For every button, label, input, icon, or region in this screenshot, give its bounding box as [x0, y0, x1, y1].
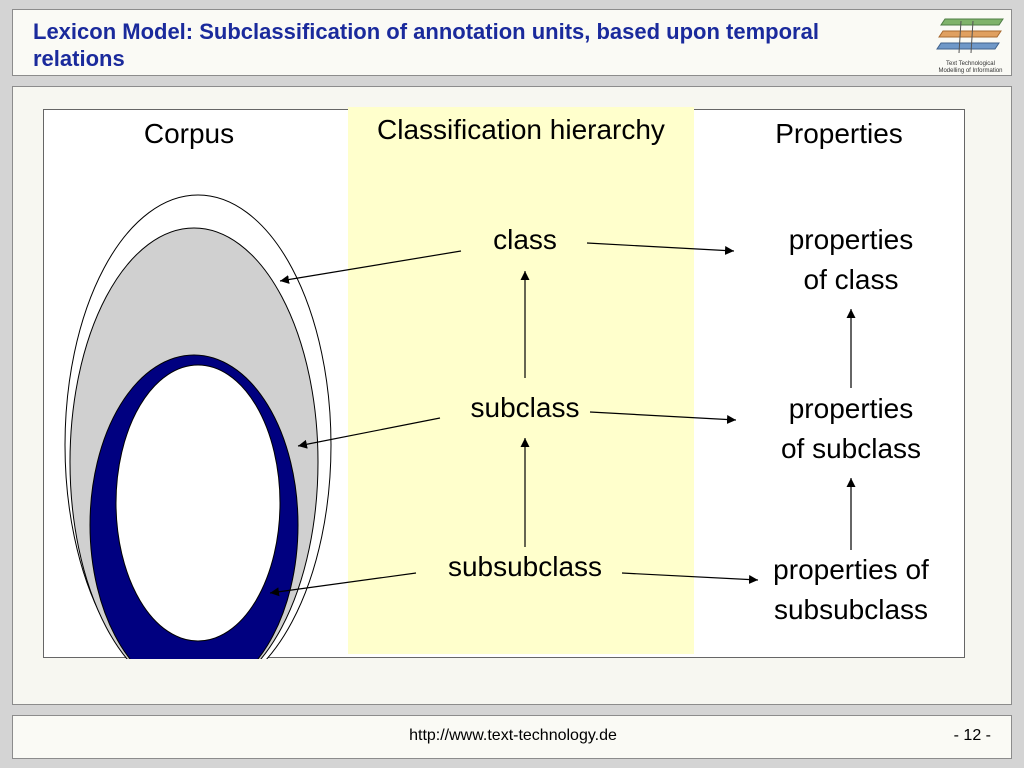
arrow-subclass-to-corpus	[297, 417, 441, 449]
properties-text-line: of class	[803, 264, 899, 295]
logo-text: Text Technological Modelling of Informat…	[933, 61, 1008, 75]
slide-footer: http://www.text-technology.de - 12 -	[12, 715, 1012, 759]
subclass-label: subclass	[470, 392, 580, 423]
properties-text-line: of subclass	[780, 433, 922, 464]
class-label: class	[493, 224, 557, 255]
properties-text-line: properties	[788, 224, 914, 255]
hierarchy-heading: Classification hierarchy	[377, 114, 665, 145]
diagram-graphics	[64, 194, 856, 659]
corpus-ellipse-subsubclass	[115, 364, 281, 642]
properties-of-subsubclass: properties of subsubclass	[746, 550, 956, 630]
properties-text-line: subsubclass	[773, 594, 929, 625]
hierarchy-band	[348, 107, 694, 654]
diagram-frame: Corpus Classification hierarchy Properti…	[43, 107, 965, 659]
logo-text-line: Text Technological	[946, 61, 995, 67]
arrow-class-to-properties	[586, 242, 735, 256]
properties-of-class: properties of class	[751, 220, 951, 300]
slide-body: Corpus Classification hierarchy Properti…	[12, 86, 1012, 705]
properties-text-line: properties of	[773, 554, 929, 585]
logo: Text Technological Modelling of Informat…	[933, 15, 1008, 77]
properties-heading: Properties	[775, 118, 903, 149]
arrow-class-to-corpus	[279, 250, 462, 284]
arrow-subclass-to-properties	[589, 411, 737, 425]
properties-text-line: properties	[788, 393, 914, 424]
slide-title: Lexicon Model: Subclassification of anno…	[33, 19, 819, 71]
page-number: - 12 -	[953, 727, 991, 744]
arrow-subsubclass-to-corpus	[269, 572, 417, 597]
logo-icon	[936, 18, 1004, 54]
footer-url: http://www.text-technology.de	[409, 727, 617, 744]
arrow-subsubclass-to-properties	[621, 572, 759, 585]
subsubclass-label: subsubclass	[447, 551, 603, 582]
slide-header: Lexicon Model: Subclassification of anno…	[12, 9, 1012, 76]
properties-of-subclass: properties of subclass	[751, 389, 951, 469]
corpus-heading: Corpus	[143, 118, 235, 149]
logo-text-line: Modelling of Information	[938, 68, 1003, 74]
